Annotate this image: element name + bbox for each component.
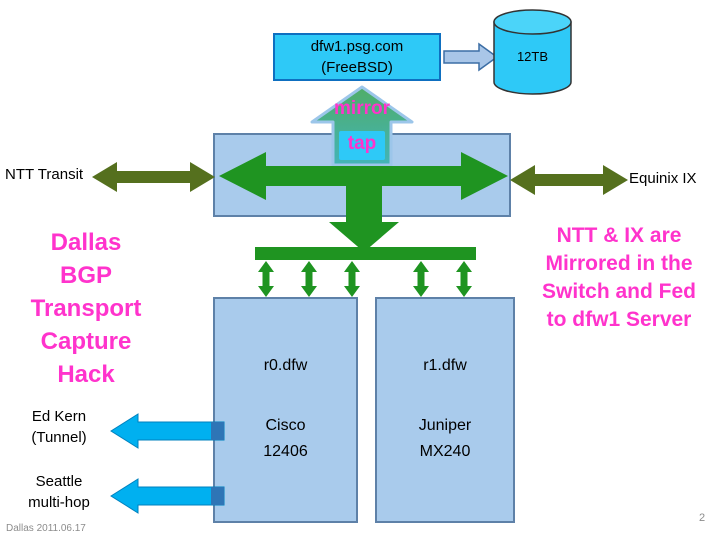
storage-label: 12TB — [516, 49, 549, 64]
note-line: NTT & IX are — [556, 224, 682, 247]
ed-kern-line1: Ed Kern — [31, 408, 87, 425]
server-name: dfw1.psg.com — [310, 38, 404, 55]
seattle-line1: Seattle — [35, 473, 83, 490]
title-line: BGP — [59, 262, 112, 289]
tap-label: tap — [347, 133, 377, 154]
note-line: to dfw1 Server — [546, 308, 692, 331]
uplink-arrow — [456, 261, 472, 297]
server-storage-arrow — [443, 42, 499, 72]
equinix-ix-arrow — [510, 165, 628, 195]
slide-title: Dallas BGP Transport Capture Hack — [5, 226, 167, 391]
seattle-multihop-arrow — [110, 478, 225, 514]
note-line: Switch and Fed — [541, 280, 696, 303]
router-name: r1.dfw — [423, 357, 467, 374]
uplink-arrow — [301, 261, 317, 297]
storage-cylinder-top — [493, 9, 572, 35]
router-vendor: Juniper — [418, 417, 472, 434]
title-line: Dallas — [50, 229, 122, 256]
equinix-ix-label: Equinix IX — [629, 170, 697, 187]
distribution-bar — [255, 247, 476, 260]
ed-kern-tunnel-arrow — [110, 413, 225, 449]
mirror-label: mirror — [334, 98, 390, 119]
uplink-arrow — [258, 261, 274, 297]
router-box-r1: r1.dfw Juniper MX240 — [375, 297, 515, 523]
router-model: 12406 — [263, 443, 308, 460]
ntt-transit-arrow — [92, 162, 215, 192]
router-box-r0: r0.dfw Cisco 12406 — [213, 297, 358, 523]
title-line: Hack — [57, 361, 115, 388]
ntt-transit-label: NTT Transit — [5, 166, 84, 183]
page-number: 2 — [699, 512, 706, 524]
title-line: Transport — [30, 295, 142, 322]
footer-date: Dallas 2011.06.17 — [6, 523, 86, 534]
uplink-arrow — [413, 261, 429, 297]
title-line: Capture — [40, 328, 132, 355]
server-os: (FreeBSD) — [321, 59, 393, 76]
seattle-label: Seattle multi-hop — [12, 471, 106, 513]
router-model: MX240 — [419, 443, 471, 460]
server-box: dfw1.psg.com (FreeBSD) — [273, 33, 441, 81]
uplink-arrow — [344, 261, 360, 297]
seattle-line2: multi-hop — [28, 494, 90, 511]
note-line: Mirrored in the — [545, 252, 693, 275]
router-name: r0.dfw — [263, 357, 308, 374]
ed-kern-line2: (Tunnel) — [31, 429, 87, 446]
mirror-note: NTT & IX are Mirrored in the Switch and … — [519, 222, 719, 334]
router-vendor: Cisco — [265, 417, 306, 434]
ed-kern-label: Ed Kern (Tunnel) — [12, 406, 106, 448]
